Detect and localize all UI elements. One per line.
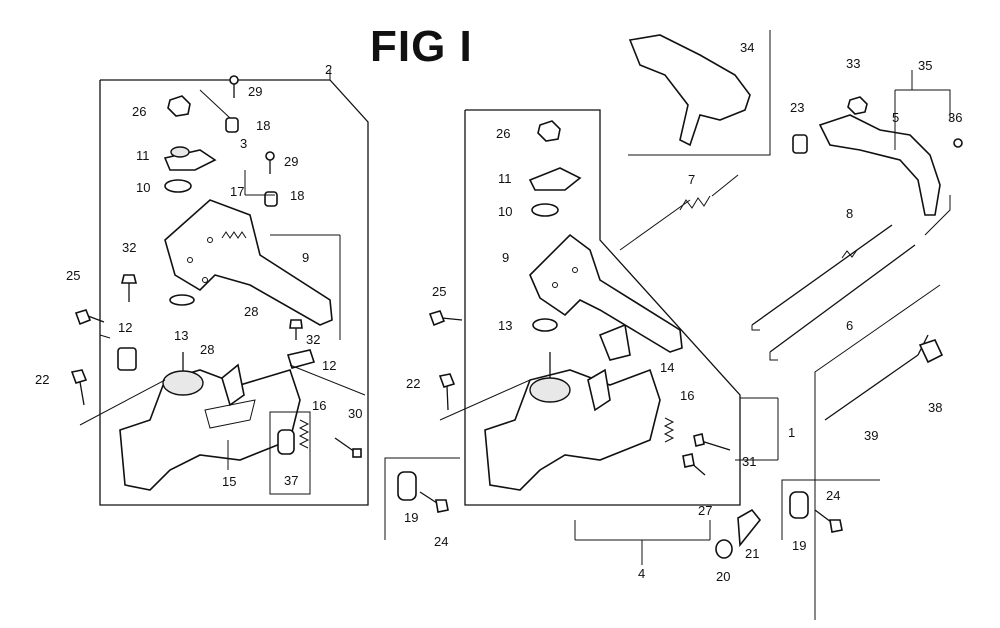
callout-19b: 19 [792,538,806,553]
callout-29a: 29 [248,84,262,99]
callout-2: 2 [325,62,332,77]
callout-22a: 22 [35,372,49,387]
spring-16-center [663,417,675,443]
figure-title: FIG I [370,22,473,71]
callout-12a: 12 [118,320,132,335]
callout-8: 8 [846,206,853,221]
callout-7: 7 [688,172,695,187]
washer-13-center [532,318,558,332]
callout-10a: 10 [136,180,150,195]
collar-19-right [789,491,809,519]
knob-21 [737,508,762,548]
callout-9a: 9 [302,250,309,265]
callout-28b: 28 [200,342,214,357]
washer-10 [164,179,192,193]
callout-32a: 32 [122,240,136,255]
callout-11b: 11 [498,171,512,186]
bottom-parts [384,457,880,559]
callout-6: 6 [846,318,853,333]
callout-17: 17 [230,184,244,199]
center-assembly [428,109,779,565]
callout-11a: 11 [136,148,150,163]
callout-14: 14 [660,360,674,375]
callout-33: 33 [846,56,860,71]
callout-13a: 13 [174,328,188,343]
callout-24b: 24 [826,488,840,503]
spring-8 [841,249,858,259]
callout-24a: 24 [434,534,448,549]
bracket-11 [163,149,217,171]
arm-5 [818,114,941,216]
callout-12b: 12 [322,358,336,373]
callout-27: 27 [698,503,712,518]
callout-36: 36 [948,110,962,125]
clip-38 [918,339,944,364]
collar-19-left [397,471,417,501]
callout-38: 38 [928,400,942,415]
callout-16b: 16 [680,388,694,403]
callout-29b: 29 [284,154,298,169]
callout-15: 15 [222,474,236,489]
callout-30: 30 [348,406,362,421]
lever-9 [164,199,333,326]
callout-32b: 32 [306,332,320,347]
spring-16-left [298,419,310,449]
callout-20: 20 [716,569,730,584]
callout-21: 21 [745,546,759,561]
base-plate-15 [119,369,301,491]
left-assembly [70,70,369,506]
lever-9-center [529,233,683,353]
callout-34: 34 [740,40,754,55]
callout-labels: 2 29 26 18 3 11 29 10 17 18 32 9 25 28 1… [35,40,962,584]
callout-31: 31 [742,454,756,469]
callout-1: 1 [788,425,795,440]
callout-35: 35 [918,58,932,73]
mount-rubber [162,370,204,396]
washer-13 [169,294,195,306]
spring-17 [221,231,247,239]
callout-25b: 25 [432,284,446,299]
callout-18b: 18 [290,188,304,203]
callout-22b: 22 [406,376,420,391]
callout-4: 4 [638,566,645,581]
assembly-frame-center [464,109,741,506]
cap-20 [715,539,733,559]
callout-26b: 26 [496,126,510,141]
callout-3: 3 [240,136,247,151]
assembly-frame-left [99,79,369,506]
callout-26a: 26 [132,104,146,119]
clip-12 [117,347,137,371]
callout-25a: 25 [66,268,80,283]
callout-9b: 9 [502,250,509,265]
callout-18a: 18 [256,118,270,133]
lever-34 [628,34,751,147]
collar-37 [277,429,295,455]
spring-7 [679,195,711,211]
callout-39: 39 [864,428,878,443]
nut-26 [167,95,191,117]
callout-10b: 10 [498,204,512,219]
callout-16a: 16 [312,398,326,413]
callout-13b: 13 [498,318,512,333]
upper-right-parts [619,30,963,620]
callout-28a: 28 [244,304,258,319]
callout-5: 5 [892,110,899,125]
callout-37: 37 [284,473,298,488]
callout-19a: 19 [404,510,418,525]
callout-23: 23 [790,100,804,115]
base-plate-14 [484,368,661,491]
